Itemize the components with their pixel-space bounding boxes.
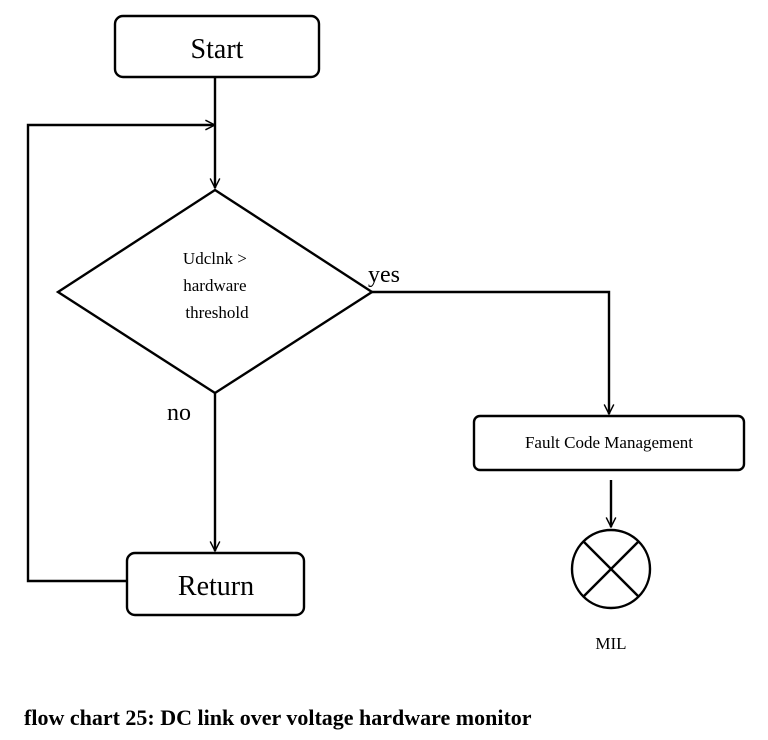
fault-code-node	[472, 414, 746, 472]
edge-loop-back	[26, 125, 215, 583]
mil-label: MIL	[595, 634, 626, 653]
yes-label: yes	[368, 262, 400, 288]
return-label: Return	[178, 571, 254, 602]
mil-lamp-icon	[570, 528, 652, 610]
figure-caption: flow chart 25: DC link over voltage hard…	[24, 705, 532, 730]
start-node	[113, 14, 321, 79]
fault-code-label: Fault Code Management	[525, 433, 693, 452]
start-label: Start	[191, 34, 244, 65]
decision-label: Udclnk > hardware threshold	[183, 249, 251, 322]
no-label: no	[167, 400, 191, 426]
return-node	[125, 551, 306, 617]
edge-yes	[372, 290, 609, 414]
